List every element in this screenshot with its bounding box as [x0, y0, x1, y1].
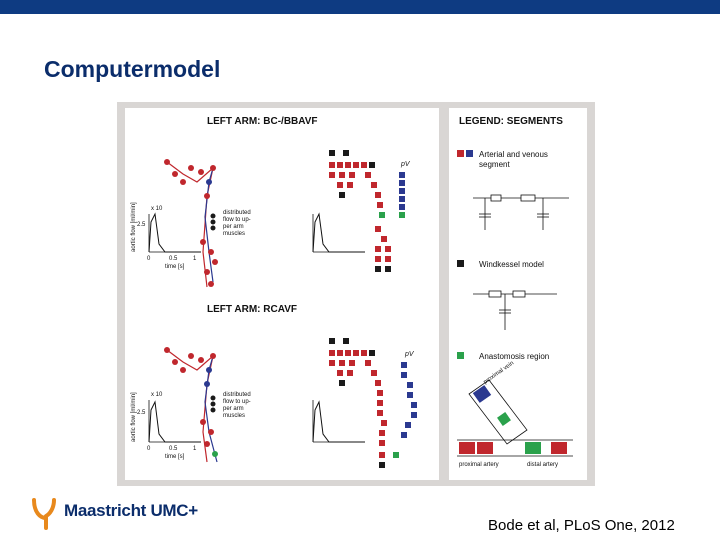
- top-x-tick-0: 0: [147, 256, 151, 262]
- bottom-distributed-1: distributed: [223, 392, 251, 398]
- legend-anastomosis-diagram: [457, 379, 573, 457]
- bottom-x-axis-label: time [s]: [165, 454, 185, 460]
- bottom-artery-tree: [164, 347, 218, 463]
- bottom-flow-plot: [148, 400, 201, 443]
- panel-top-title: LEFT ARM: BC-/BBAVF: [207, 116, 318, 127]
- top-y-axis-label: aortic flow [ml/min]: [131, 202, 137, 252]
- legend-anastomosis-swatch: [457, 352, 464, 359]
- logo-mark-icon: [32, 498, 56, 530]
- bottom-distributed-4: muscles: [223, 413, 245, 419]
- slide-title: Computermodel: [44, 56, 221, 82]
- legend-distal-artery: distal artery: [527, 462, 558, 468]
- legend-rlc-circuit: [473, 194, 569, 230]
- top-distributed-1: distributed: [223, 210, 251, 216]
- top-banner: [0, 0, 720, 14]
- top-pv-label: pV: [400, 161, 411, 168]
- bottom-x-tick-2: 1: [193, 446, 197, 452]
- top-flow-plot: [148, 212, 201, 253]
- top-x-tick-2: 1: [193, 256, 197, 262]
- bottom-y-axis-label: aortic flow [ml/min]: [131, 392, 137, 442]
- bottom-x10-label: x 10: [151, 392, 163, 398]
- top-right-flow-plot: [312, 212, 365, 253]
- legend-windkessel-swatch: [457, 260, 464, 267]
- top-y-tick: 2.5: [137, 222, 146, 228]
- top-artery-tree: [164, 159, 218, 288]
- bottom-distributed-2: flow to up-: [223, 399, 251, 405]
- panel-bottom-title: LEFT ARM: RCAVF: [207, 304, 297, 315]
- bottom-segment-model: [329, 338, 417, 468]
- legend-title: LEGEND: SEGMENTS: [459, 116, 563, 127]
- legend-windkessel-circuit: [473, 290, 557, 330]
- legend-windkessel-label: Windkessel model: [479, 260, 544, 269]
- bottom-y-tick: 2.5: [137, 410, 146, 416]
- bottom-distributed-3: per arm: [223, 406, 244, 412]
- logo-text: Maastricht UMC+: [64, 501, 198, 520]
- legend-arterial-label: Arterial and venous: [479, 150, 548, 159]
- bottom-x-tick-0: 0: [147, 446, 151, 452]
- bottom-pv-label: pV: [404, 351, 415, 358]
- arm-panel: [125, 108, 439, 480]
- legend-arterial-swatch: [457, 150, 473, 157]
- figure-svg: LEFT ARM: BC-/BBAVF LEFT ARM: RCAVF LEGE…: [125, 108, 587, 480]
- legend-anastomosis-label: Anastomosis region: [479, 352, 549, 361]
- maastricht-umc-logo: Maastricht UMC+: [30, 496, 230, 530]
- legend-proximal-artery: proximal artery: [459, 462, 499, 468]
- top-x-axis-label: time [s]: [165, 264, 185, 270]
- legend-arterial-label-2: segment: [479, 160, 510, 169]
- bottom-right-flow-plot: [312, 400, 365, 443]
- top-x10-label: x 10: [151, 206, 163, 212]
- bottom-x-tick-1: 0.5: [169, 446, 178, 452]
- citation: Bode et al, PLoS One, 2012: [488, 517, 675, 534]
- top-segment-model: [329, 150, 405, 272]
- model-figure: LEFT ARM: BC-/BBAVF LEFT ARM: RCAVF LEGE…: [117, 102, 595, 486]
- top-distributed-2: flow to up-: [223, 217, 251, 223]
- top-distributed-4: muscles: [223, 231, 245, 237]
- top-distributed-3: per arm: [223, 224, 244, 230]
- top-x-tick-1: 0.5: [169, 256, 178, 262]
